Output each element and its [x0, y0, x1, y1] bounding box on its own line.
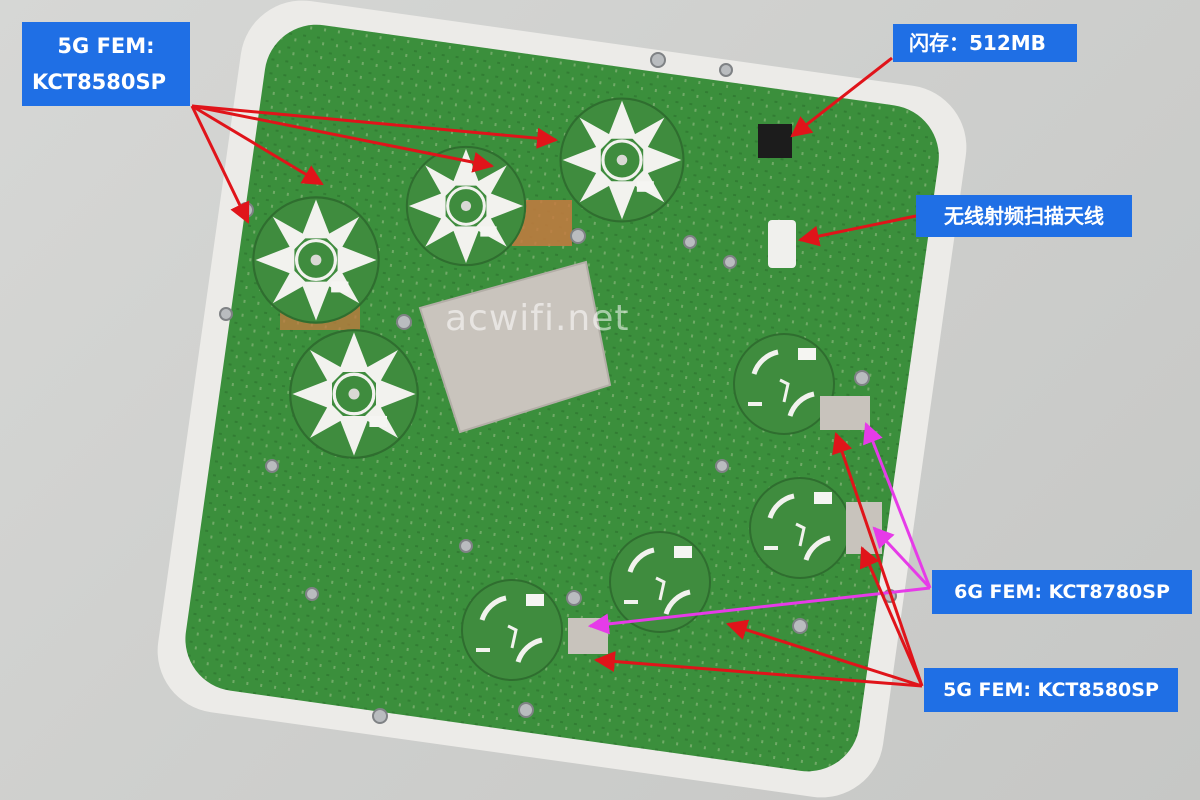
- antenna-large: [405, 145, 527, 267]
- antenna-small: [750, 478, 850, 578]
- flash-chip: [758, 124, 792, 158]
- label-5g-fem-bottom: 5G FEM: KCT8580SP: [924, 668, 1178, 712]
- arrows-5g-fem-bottom: [593, 432, 924, 688]
- label-5g-fem-top-line1: 5G FEM:: [57, 34, 155, 58]
- antenna-small: [462, 580, 562, 680]
- label-5g-fem-top: 5G FEM: KCT8580SP: [22, 22, 190, 106]
- antenna-large: [558, 96, 686, 224]
- antenna-large: [251, 195, 381, 325]
- screws: [219, 52, 897, 724]
- fem-chip: [820, 396, 870, 430]
- arrow-rf-scan: [797, 214, 917, 247]
- label-flash: 闪存：512MB: [893, 24, 1077, 62]
- watermark: acwifi.net: [445, 298, 630, 339]
- fem-chip: [846, 502, 882, 554]
- label-5g-fem-top-line2: KCT8580SP: [32, 70, 167, 94]
- arrow-flash: [790, 56, 893, 138]
- heat-spreader: [418, 260, 612, 434]
- antenna-large: [288, 328, 420, 460]
- label-6g-fem: 6G FEM: KCT8780SP: [932, 570, 1192, 614]
- arrows-5g-fem-top: [190, 104, 559, 224]
- rf-scan-connector: [768, 220, 796, 268]
- arrows-6g-fem: [587, 422, 932, 635]
- label-rf-scan-antenna: 无线射频扫描天线: [916, 195, 1132, 237]
- antenna-small: [734, 334, 834, 434]
